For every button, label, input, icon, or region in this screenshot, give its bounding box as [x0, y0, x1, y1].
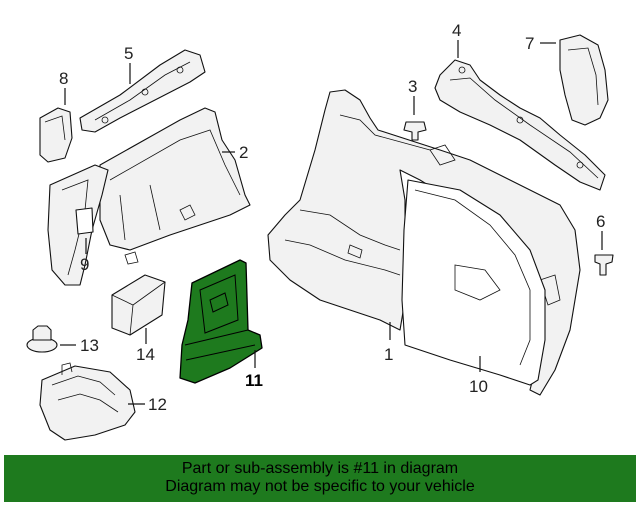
callout-labels: 1 10 2 3 4 5 6 7 8 9 11 12 13 14	[59, 21, 605, 414]
callout-9: 9	[80, 255, 89, 274]
banner-line-disclaimer: Diagram may not be specific to your vehi…	[165, 478, 475, 495]
callout-13: 13	[80, 336, 99, 355]
callout-4: 4	[452, 21, 461, 40]
leader-lines	[60, 40, 603, 405]
callout-5: 5	[124, 44, 133, 63]
callout-12: 12	[148, 395, 167, 414]
callout-3: 3	[408, 77, 417, 96]
part-5-bracket-rail[interactable]	[79, 49, 206, 133]
part-14-control-module[interactable]	[111, 274, 166, 336]
callout-1: 1	[384, 345, 393, 364]
callout-14: 14	[136, 345, 155, 364]
callout-8: 8	[59, 69, 68, 88]
part-4-long-bracket[interactable]	[434, 59, 606, 191]
part-12-foam-tray[interactable]	[39, 362, 136, 441]
banner-line-part: Part or sub-assembly is #11 in diagram	[181, 460, 459, 477]
part-11-highlighted-panel[interactable]	[179, 259, 263, 384]
part-10-inner-panel[interactable]	[401, 179, 546, 386]
info-banner: Part or sub-assembly is #11 in diagram D…	[4, 455, 636, 502]
part-8-clip-block[interactable]	[39, 107, 73, 163]
part-13-nut[interactable]	[26, 325, 58, 353]
callout-11: 11	[245, 371, 263, 390]
part-7-rear-cover[interactable]	[559, 34, 609, 126]
part-2-side-storage-bin[interactable]	[99, 107, 251, 265]
part-6-push-clip[interactable]	[594, 254, 614, 276]
parts-diagram: 1 10 2 3 4 5 6 7 8 9 11 12 13 14	[26, 21, 614, 441]
callout-10: 10	[469, 377, 488, 396]
callout-7: 7	[525, 34, 534, 53]
callout-2: 2	[239, 143, 248, 162]
part-3-clip[interactable]	[403, 121, 427, 141]
callout-6: 6	[596, 212, 605, 231]
part-9-side-trim-strip[interactable]	[47, 164, 109, 286]
